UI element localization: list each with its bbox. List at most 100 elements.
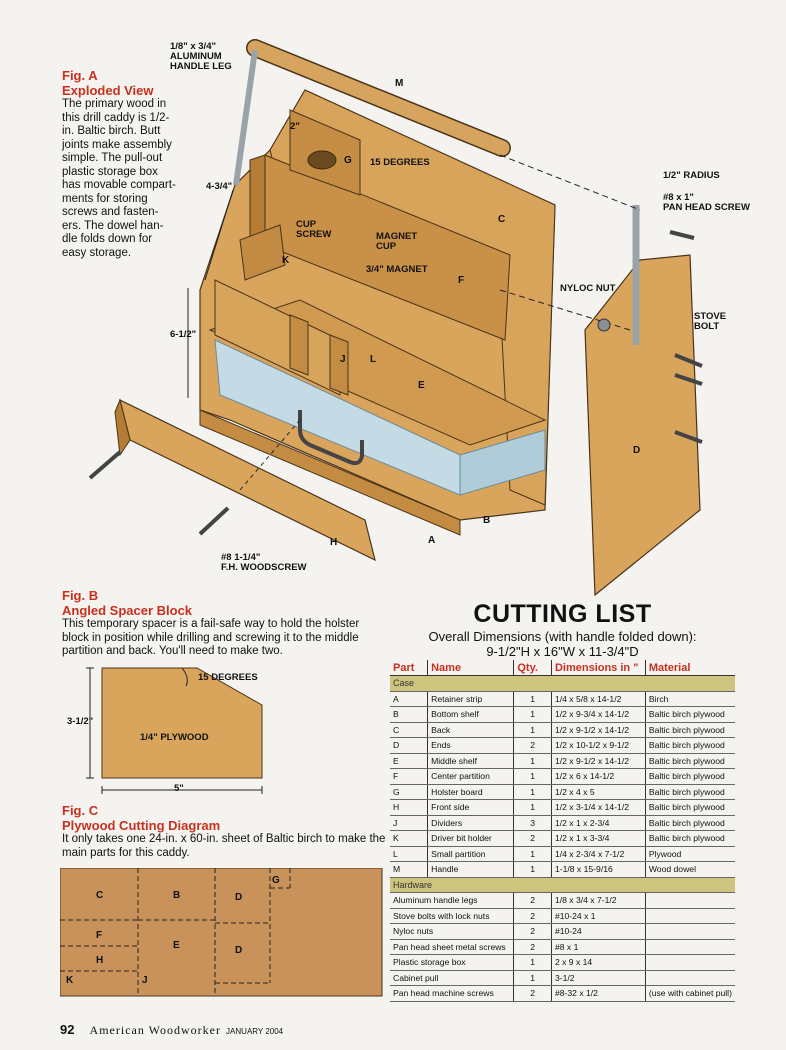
cell-material [644,908,735,924]
cell-qty: 2 [513,892,552,909]
cell-dimensions: #8 x 1 [550,939,646,955]
cell-qty: 1 [513,706,552,723]
fig-c-text: It only takes one 24-in. x 60-in. sheet … [62,833,386,859]
fig-a-label: Fig. A [62,68,98,83]
cell-material: Plywood [644,846,735,862]
diagram-label-j: J [142,975,148,986]
cell-part: M [390,861,428,878]
cell-name: Pan head sheet metal screws [390,939,514,955]
cell-name: Middle shelf [427,753,514,769]
cell-qty: 2 [513,985,552,1002]
cell-dimensions: 2 x 9 x 14 [550,954,646,971]
callout-pan-head-screw: #8 x 1" PAN HEAD SCREW [663,192,750,213]
diagram-label-h: H [96,955,104,966]
part-label-j: J [340,354,346,365]
cell-material: Baltic birch plywood [644,753,735,769]
diagram-label-d1: D [235,892,243,903]
cell-name: Nyloc nuts [390,923,514,940]
page-footer: 92 American Woodworker JANUARY 2004 [60,1022,283,1038]
cutting-list-title: CUTTING LIST [473,600,652,628]
cell-qty: 1 [513,970,552,986]
cell-name: Center partition [427,768,514,785]
fig-b-caption: Fig. B Angled Spacer Block This temporar… [62,588,382,659]
cell-dimensions: 1/2 x 3-1/4 x 14-1/2 [550,799,646,816]
diagram-label-f: F [96,930,103,941]
cell-name: Dividers [427,815,514,831]
cell-material: Baltic birch plywood [644,815,735,831]
cell-qty: 2 [513,923,552,940]
cell-dimensions: 3-1/2 [550,970,646,986]
cell-material: Baltic birch plywood [644,737,735,754]
callout-stove-bolt: STOVE BOLT [694,311,727,332]
cell-qty: 1 [513,768,552,785]
cell-name: Retainer strip [427,691,514,707]
callout-magnet-cup: MAGNET CUP [376,231,418,252]
cell-dimensions: #8-32 x 1/2 [550,985,646,1002]
fig-c-caption: Fig. C Plywood Cutting Diagram It only t… [62,803,392,860]
cell-qty: 2 [513,830,552,847]
cell-name: Driver bit holder [427,830,514,847]
cell-material: Baltic birch plywood [644,768,735,785]
cell-material [644,892,735,909]
callout-magnet: 3/4" MAGNET [366,264,428,275]
cell-material [644,970,735,986]
cell-part: K [390,830,428,847]
fig-a-caption: Fig. A Exploded View The primary wood in… [62,68,177,260]
cell-dimensions: 1/2 x 10-1/2 x 9-1/2 [550,737,646,754]
dimension-6-1-2: 6-1/2" [170,329,197,340]
cell-part: H [390,799,428,816]
part-label-f: F [458,275,465,286]
cell-name: Cabinet pull [390,970,514,986]
cell-part: C [390,722,428,738]
cell-qty: 2 [513,939,552,955]
part-label-d: D [633,445,641,456]
cell-part: A [390,691,428,707]
diagram-label-b: B [173,890,181,901]
cutting-list-subtitle-1: Overall Dimensions (with handle folded d… [428,629,697,644]
cutting-list-table: Part Name Qty. Dimensions in " Material … [390,660,735,1002]
cell-name: Aluminum handle legs [390,892,514,909]
header-qty: Qty. [513,660,552,676]
header-dimensions: Dimensions in " [550,660,646,676]
part-label-a: A [428,535,436,546]
fig-b-text: This temporary spacer is a fail-safe way… [62,618,360,657]
cell-qty: 1 [513,784,552,800]
cell-material: Baltic birch plywood [644,784,735,800]
cell-dimensions: 1/2 x 1 x 2-3/4 [550,815,646,831]
publication-name: American Woodworker [89,1023,221,1037]
part-label-h: H [330,537,338,548]
cell-qty: 2 [513,908,552,924]
section-hardware: Hardware [390,877,735,893]
spacer-angle: 15 DEGREES [198,672,258,683]
cell-name: Handle [427,861,514,878]
diagram-label-d2: D [235,945,243,956]
cell-name: Bottom shelf [427,706,514,723]
cell-name: Pan head machine screws [390,985,514,1002]
part-label-k: K [282,255,290,266]
cell-name: Back [427,722,514,738]
spacer-height: 3-1/2" [67,716,94,727]
cell-material [644,939,735,955]
cell-qty: 1 [513,691,552,707]
cell-part: J [390,815,428,831]
exploded-view-drawing [88,39,703,597]
diagram-label-c: C [96,890,104,901]
cell-dimensions: 1/2 x 9-3/4 x 14-1/2 [550,706,646,723]
cell-part: D [390,737,428,754]
dimension-4-3-4: 4-3/4" [206,181,233,192]
cell-name: Small partition [427,846,514,862]
cell-dimensions: #10-24 [550,923,646,940]
